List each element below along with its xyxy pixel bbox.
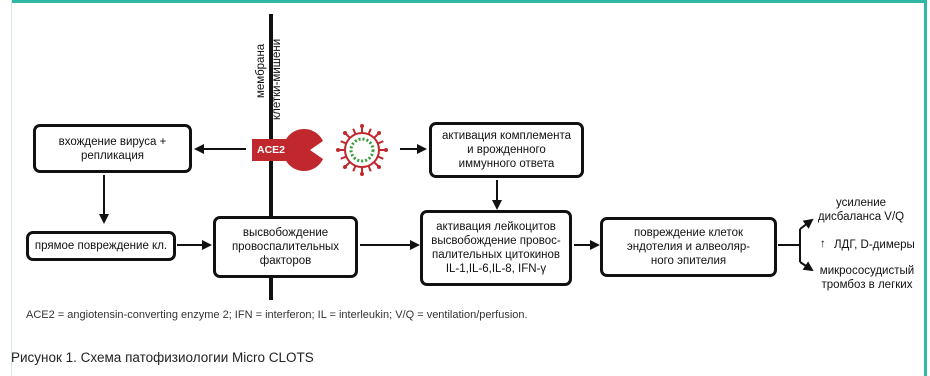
- outcome-vq: усиление дисбаланса V/Q: [817, 197, 905, 223]
- membrane-label: мембрана клетки-мишени: [249, 8, 301, 128]
- membrane-label-line2: клетки-мишени: [271, 38, 283, 120]
- box-virus-entry: вхождение вируса + репликация: [33, 124, 192, 173]
- virus-icon: [336, 124, 388, 176]
- outcome-ldh: ЛДГ, D-димеры: [834, 239, 915, 251]
- up-arrow-icon: ↑: [820, 238, 826, 250]
- ace2-receptor: [252, 139, 290, 161]
- ace2-label: ACE2: [256, 144, 285, 156]
- right-border: [924, 0, 927, 376]
- outcome-thrombosis: микрососудистый тромбоз в легких: [819, 265, 915, 291]
- membrane-label-line1: мембрана: [255, 43, 267, 98]
- left-border: [11, 0, 12, 376]
- top-border: [11, 0, 924, 3]
- arrow-to-vq: [799, 218, 814, 230]
- figure-caption: Рисунок 1. Схема патофизиологии Micro CL…: [11, 350, 314, 365]
- receptor-pacman: [283, 129, 323, 172]
- box-complement: активация комплемента и врожденного имму…: [429, 122, 584, 178]
- box-direct-damage: прямое повреждение кл.: [26, 231, 176, 261]
- box-endothelium: повреждение клеток эндотелия и алвеоляр-…: [600, 217, 777, 277]
- abbreviations-footnote: ACE2 = angiotensin-converting enzyme 2; …: [26, 309, 528, 321]
- box-proinflammatory: высвобождение провоспалительных факторов: [213, 216, 358, 278]
- arrow-to-thrombosis: [799, 261, 814, 272]
- box-leukocytes: активация лейкоцитов высвобождение прово…: [420, 210, 572, 286]
